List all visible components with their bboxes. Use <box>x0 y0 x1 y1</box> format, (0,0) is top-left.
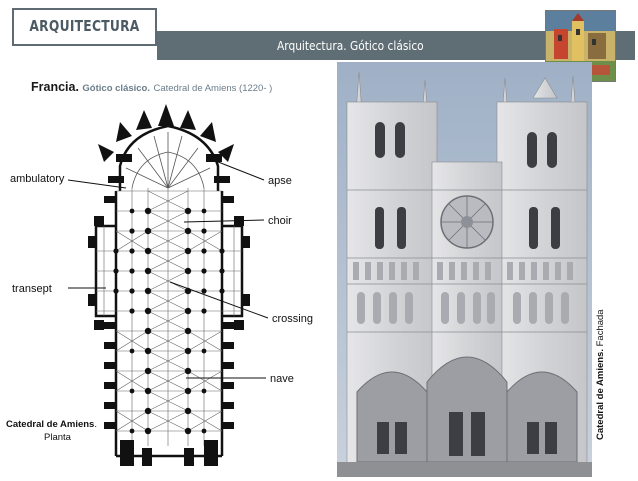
facade-caption-subtitle: Fachada <box>595 309 606 350</box>
plan-label-transept: transept <box>12 283 52 295</box>
heading-style: Gótico clásico. <box>82 83 150 94</box>
cathedral-floor-plan: ambulatory apse choir transept crossing … <box>8 96 338 476</box>
heading-country: Francia. <box>31 80 79 94</box>
section-title: ARQUITECTURA <box>29 17 140 35</box>
plan-label-crossing: crossing <box>272 313 313 325</box>
facade-caption: Catedral de Amiens. Fachada <box>595 309 606 440</box>
plan-caption-title: Catedral de Amiens <box>6 419 95 430</box>
plan-caption: Catedral de Amiens. Planta <box>6 418 101 444</box>
page-heading: Francia. Gótico clásico. Catedral de Ami… <box>31 80 272 94</box>
section-title-box: ARQUITECTURA <box>12 8 157 46</box>
plan-caption-subtitle: Planta <box>44 432 71 443</box>
plan-caption-dot: . <box>94 419 97 430</box>
facade-caption-title: Catedral de Amiens. <box>595 349 606 440</box>
plan-label-apse: apse <box>268 175 292 187</box>
plan-label-ambulatory: ambulatory <box>10 173 65 185</box>
heading-rest: Catedral de Amiens (1220- ) <box>153 83 273 94</box>
cathedral-facade-photo <box>337 62 592 477</box>
subtitle-text: Arquitectura. Gótico clásico <box>277 38 424 53</box>
plan-label-nave: nave <box>270 373 294 385</box>
plan-label-choir: choir <box>268 215 292 227</box>
